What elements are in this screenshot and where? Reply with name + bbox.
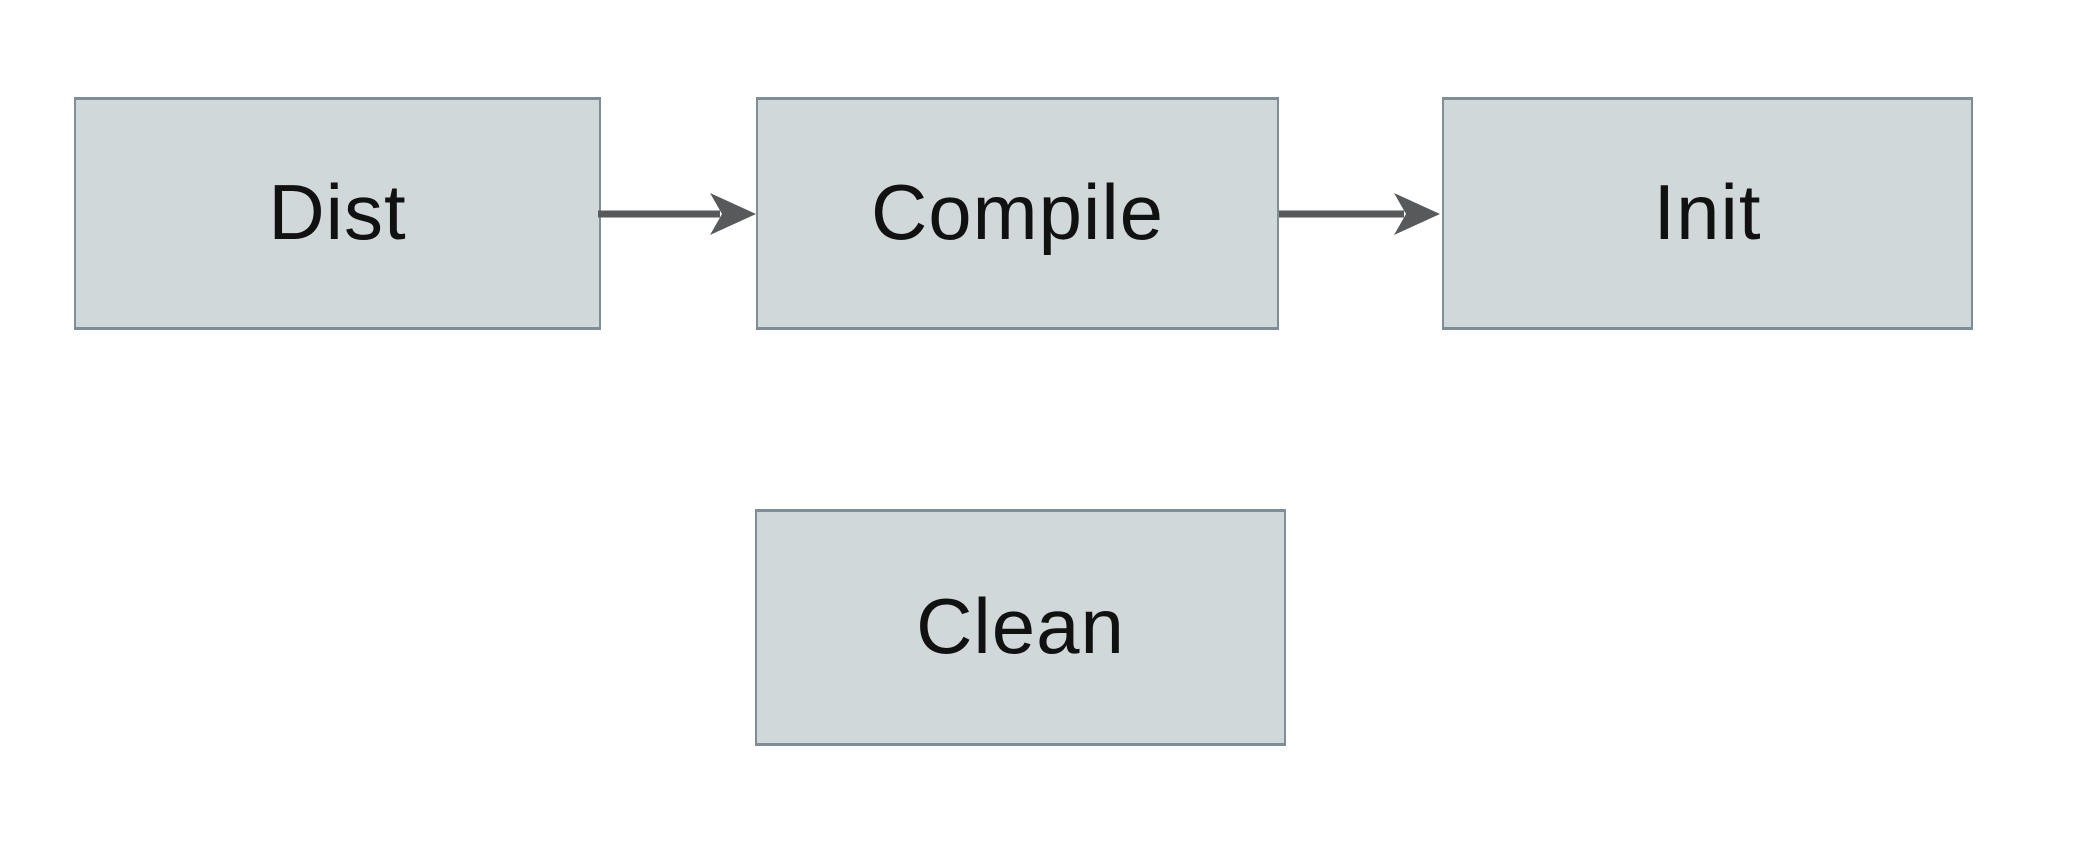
- node-init-label: Init: [1653, 167, 1762, 256]
- node-clean: Clean: [755, 509, 1286, 746]
- node-dist: Dist: [74, 97, 601, 330]
- node-compile: Compile: [756, 97, 1279, 330]
- arrow-dist-to-compile-icon: [598, 193, 756, 235]
- node-init: Init: [1442, 97, 1973, 330]
- node-clean-label: Clean: [916, 581, 1125, 670]
- node-dist-label: Dist: [268, 167, 407, 256]
- node-compile-label: Compile: [870, 167, 1165, 256]
- arrow-compile-to-init-icon: [1279, 193, 1440, 235]
